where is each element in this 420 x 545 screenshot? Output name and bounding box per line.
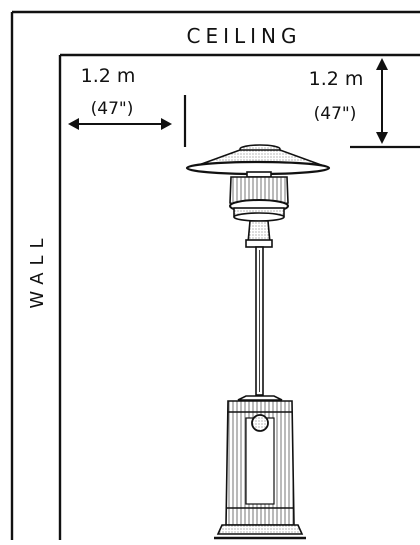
ceiling-label: CEILING [187, 24, 302, 48]
top-clearance-dimension: 1.2 m (47") [309, 58, 420, 149]
top-clearance-imperial: (47") [314, 104, 357, 124]
double-arrow-icon [68, 118, 172, 130]
side-clearance-metric: 1.2 m [81, 65, 136, 87]
side-clearance-dimension: 1.2 m (47") [68, 65, 187, 147]
patio-heater-icon [185, 144, 331, 540]
vertical-arrow-icon [376, 58, 388, 144]
side-clearance-imperial: (47") [91, 99, 134, 119]
top-clearance-metric: 1.2 m [309, 68, 364, 90]
wall-label: WALL [27, 231, 48, 308]
room-frame [10, 10, 420, 540]
